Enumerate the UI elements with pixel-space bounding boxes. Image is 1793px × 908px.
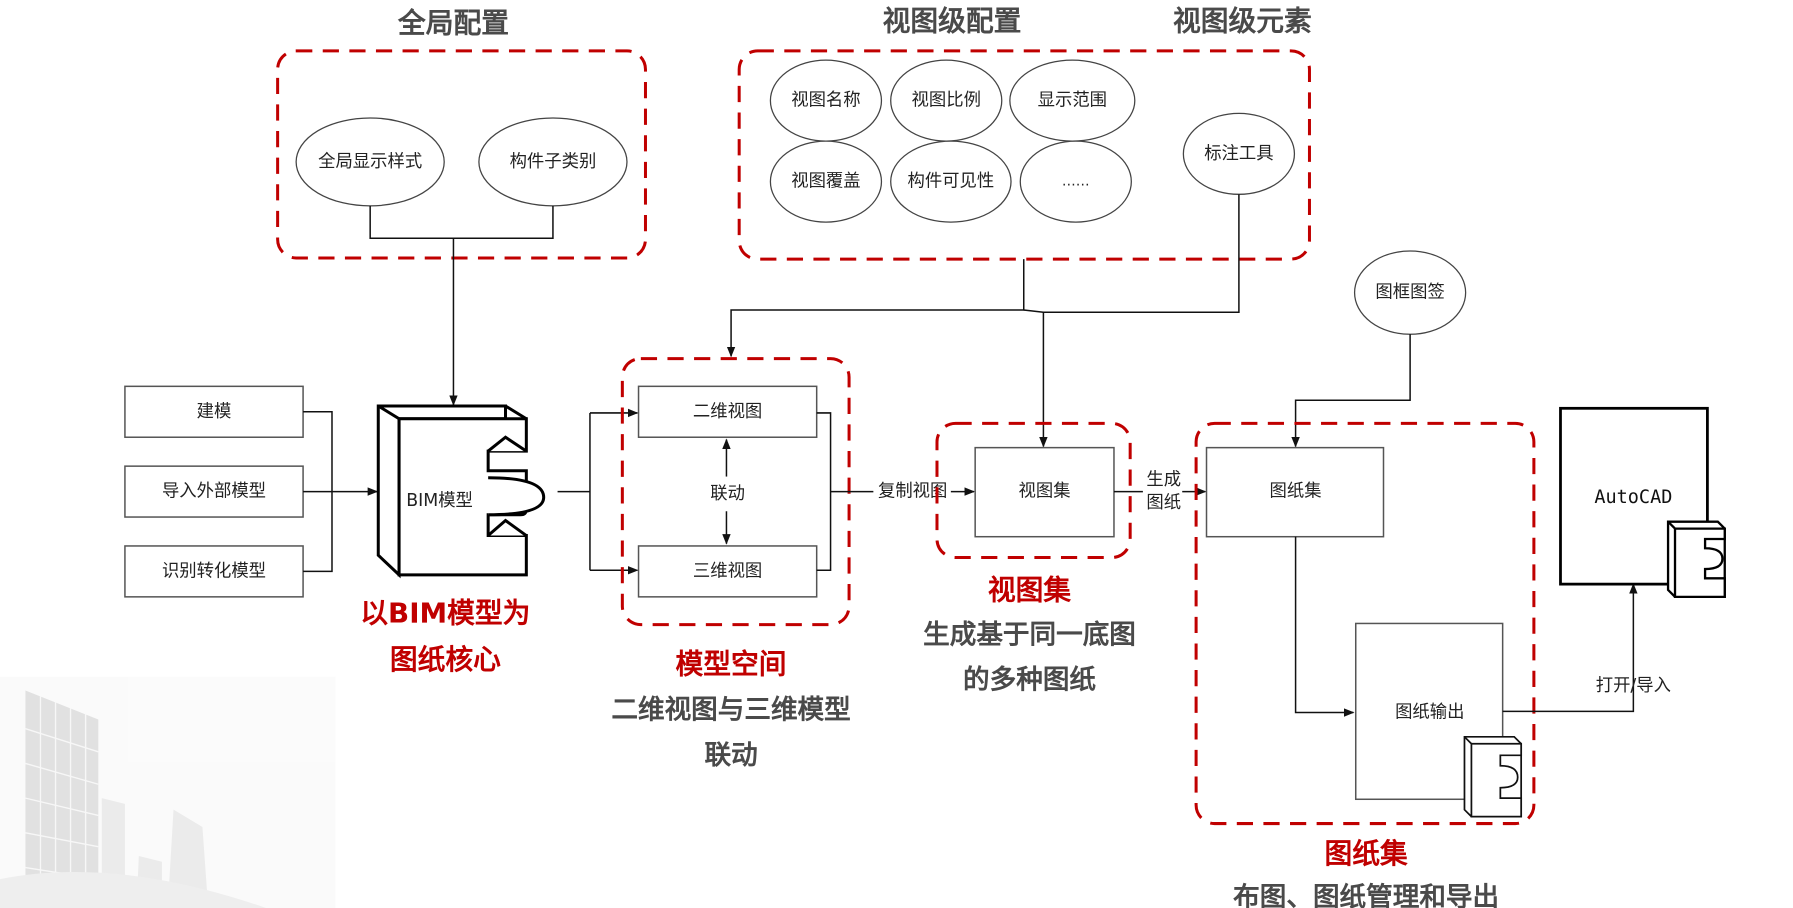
view-3d-box[interactable]: 三维视图 — [637, 545, 818, 598]
title-block-label: 图框图签 — [1375, 283, 1444, 303]
sheet-set-box[interactable]: 图纸集 — [1205, 446, 1385, 538]
section-title-view-elements: 视图级元素 — [1173, 4, 1312, 37]
bim-caption-line: 以BIM模型为 — [360, 597, 530, 630]
view-config-dashed-frame — [737, 49, 1311, 261]
view-config-item[interactable]: 构件可见性 — [890, 140, 1012, 223]
view-config-item-label: …… — [1062, 174, 1090, 190]
input-box[interactable]: 识别转化模型 — [124, 545, 304, 598]
sheet-output-label: 图纸输出 — [1395, 703, 1464, 723]
view-set-label: 视图集 — [1019, 482, 1071, 502]
view-set-dashed-frame — [935, 421, 1132, 560]
view-config-item[interactable]: 显示范围 — [1009, 59, 1136, 142]
sheet-set-label: 图纸集 — [1270, 482, 1322, 502]
sheet-set-dashed-frame — [1194, 421, 1536, 826]
global-config-item-label: 全局显示样式 — [318, 152, 422, 172]
view-3d-label: 三维视图 — [693, 561, 762, 581]
view-config-item-label: 视图名称 — [791, 91, 860, 111]
view-config-item[interactable]: …… — [1019, 140, 1132, 223]
view-2d-box[interactable]: 二维视图 — [637, 385, 818, 438]
global-config-item-label: 构件子类别 — [510, 152, 597, 172]
connector-annotation-to-view-set — [1039, 194, 1240, 448]
copy-view-label: 复制视图 — [878, 482, 947, 502]
input-box-label: 识别转化模型 — [162, 561, 266, 581]
view-set-caption-line: 的多种图纸 — [963, 665, 1096, 696]
view-element-item[interactable]: 标注工具 — [1182, 112, 1296, 195]
view-config-item-label: 视图覆盖 — [791, 172, 860, 192]
bim-model-component[interactable]: BIM模型 — [376, 404, 546, 579]
view-config-item[interactable]: 视图名称 — [769, 59, 883, 142]
connector-view-config-to-model-space — [726, 259, 1025, 358]
view-set-caption-line: 生成基于同一底图 — [923, 620, 1136, 651]
section-title-global-config: 全局配置 — [397, 7, 509, 40]
model-space-group: 二维视图 三维视图 联动 — [620, 357, 851, 627]
connector-sheet-set-to-output — [1294, 536, 1355, 717]
bim-model-label: BIM模型 — [406, 491, 473, 511]
connector-line — [1023, 309, 1044, 314]
sheet-output-box[interactable]: 图纸输出 — [1354, 622, 1523, 818]
building-watermark-decoration — [0, 676, 336, 908]
view-config-group: 视图名称 视图比例 显示范围 视图覆盖 构件可见性 …… 标注工具 — [737, 49, 1311, 261]
section-title-view-config: 视图级配置 — [883, 4, 1022, 37]
autocad-label: AutoCAD — [1594, 487, 1672, 508]
connector-output-to-autocad — [1502, 583, 1638, 713]
input-box[interactable]: 建模 — [124, 385, 304, 438]
sheet-set-caption-red: 图纸集 — [1325, 837, 1409, 870]
view-2d-label: 二维视图 — [693, 402, 762, 422]
open-import-label: 打开/导入 — [1596, 676, 1671, 696]
input-box-label: 导入外部模型 — [162, 482, 266, 502]
autocad-node[interactable]: AutoCAD — [1559, 406, 1726, 599]
bim-caption-line: 图纸核心 — [390, 643, 501, 676]
view-set-box[interactable]: 视图集 — [974, 446, 1115, 538]
model-space-caption-line: 联动 — [704, 740, 757, 771]
generate-sheet-label: 生成 — [1146, 470, 1181, 490]
component-icon — [1666, 520, 1726, 599]
model-space-caption-red: 模型空间 — [676, 647, 787, 680]
connector-line — [369, 205, 554, 240]
sheet-set-caption-grey: 布图、图纸管理和导出 — [1233, 882, 1499, 908]
sheet-set-group: 图纸集 图纸输出 — [1194, 421, 1536, 826]
generate-sheet-label: 图纸 — [1146, 493, 1181, 513]
component-icon — [1463, 735, 1523, 818]
view-config-item-label: 视图比例 — [912, 91, 981, 111]
view-config-item-label: 显示范围 — [1038, 91, 1107, 111]
model-space-caption-line: 二维视图与三维模型 — [611, 695, 850, 726]
input-box[interactable]: 导入外部模型 — [124, 465, 304, 518]
input-box-label: 建模 — [197, 402, 232, 422]
link-label: 联动 — [710, 484, 745, 504]
global-config-item[interactable]: 全局显示样式 — [295, 117, 445, 207]
title-block-node[interactable]: 图框图签 — [1353, 250, 1467, 335]
connector-title-block-to-sheet-set — [1291, 334, 1411, 448]
view-set-caption-red: 视图集 — [988, 573, 1072, 606]
global-config-item[interactable]: 构件子类别 — [478, 117, 628, 207]
connector-line — [816, 412, 832, 571]
view-set-group: 视图集 — [935, 421, 1132, 560]
view-config-item[interactable]: 视图覆盖 — [769, 140, 883, 223]
input-sources: 建模 导入外部模型 识别转化模型 — [124, 385, 379, 598]
view-element-item-label: 标注工具 — [1204, 144, 1273, 164]
view-config-item[interactable]: 视图比例 — [890, 59, 1003, 142]
global-config-group: 全局显示样式 构件子类别 — [276, 49, 647, 260]
global-config-dashed-frame — [276, 49, 647, 260]
view-config-item-label: 构件可见性 — [907, 172, 994, 192]
